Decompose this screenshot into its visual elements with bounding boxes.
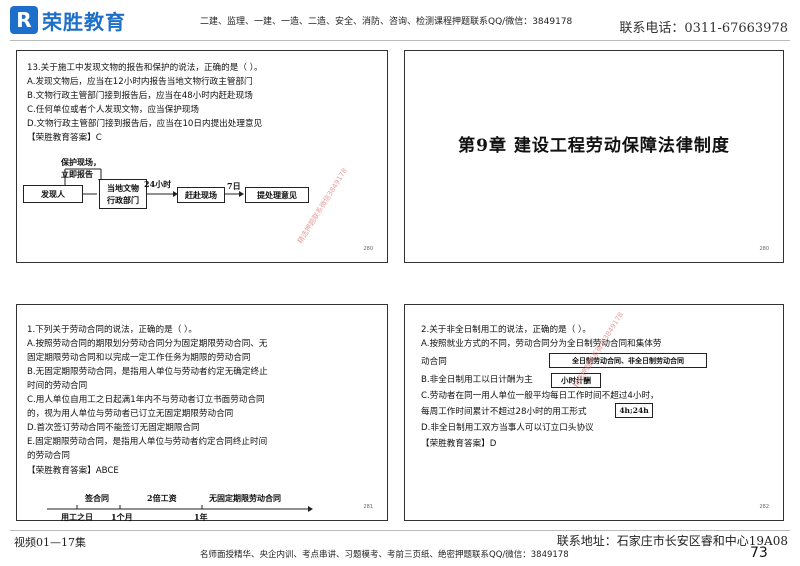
option-a: A.发现文物后，应当在12小时内报告当地文物行政主管部门: [27, 77, 253, 87]
diagram-box-authority: 当地文物 行政部门: [99, 179, 147, 209]
chapter-title: 第9章 建设工程劳动保障法律制度: [458, 136, 730, 156]
annotation-contract-types: 全日制劳动合同、非全日制劳动合同: [549, 353, 707, 368]
option-b-line1: B.无固定期限劳动合同，是指用人单位与劳动者约定无确定终止: [27, 367, 268, 377]
option-c-line2: 的，视为用人单位与劳动者已订立无固定期限劳动合同: [27, 409, 234, 419]
option-c: C.任何单位或者个人发现文物，应当保护现场: [27, 105, 200, 115]
option-c-line1: C.劳动者在同一用人单位一般平均每日工作时间不超过4小时，: [421, 391, 659, 401]
option-a-line2: 固定期限劳动合同和以完成一定工作任务为期限的劳动合同: [27, 353, 251, 363]
option-a-line1: A.按照劳动合同的期限划分劳动合同分为固定期限劳动合同、无: [27, 339, 268, 349]
diagram-label-24h: 24小时: [144, 179, 172, 189]
timeline-label-sign: 签合同: [85, 493, 109, 503]
option-d: D.非全日制用工双方当事人可以订立口头协议: [421, 423, 594, 433]
timeline-label-double-pay: 2倍工资: [147, 493, 177, 503]
question-stem: 2.关于非全日制用工的说法，正确的是（ ）。: [421, 325, 591, 335]
footer-promo: 名师面授精华、央企内训、考点串讲、习题模考、考前三页纸、绝密押题联系QQ/微信：…: [200, 550, 569, 560]
timeline-label-open-ended: 无固定期限劳动合同: [209, 493, 281, 503]
option-a-line2: 动合同: [421, 357, 447, 367]
footer-video-range: 视频01—17集: [14, 536, 86, 549]
diagram-box-authority-line2: 行政部门: [107, 195, 139, 205]
header-phone: 联系电话：0311-67663978: [619, 21, 788, 36]
slide-chapter-title: 第9章 建设工程劳动保障法律制度 280: [404, 50, 784, 263]
answer: 【荣胜教育答案】ABCE: [27, 466, 119, 476]
header-courses: 二建、监理、一建、一造、二造、安全、消防、咨询、检测课程押题联系QQ/微信：38…: [200, 17, 573, 27]
logo-text: 荣胜教育: [42, 9, 126, 34]
slide-page-number: 280: [759, 246, 769, 252]
slide-question-13: 13.关于施工中发现文物的报告和保护的说法，正确的是（ ）。 A.发现文物后，应…: [16, 50, 388, 263]
diagram-box-opinion: 提处理意见: [245, 187, 309, 203]
slide-page-number: 281: [363, 504, 373, 510]
option-b-line2: 时间的劳动合同: [27, 381, 88, 391]
option-a-line1: A.按照就业方式的不同，劳动合同分为全日制劳动合同和集体劳: [421, 339, 662, 349]
diagram-label-report: 立即报告: [61, 169, 93, 179]
slide-question-2: 2.关于非全日制用工的说法，正确的是（ ）。 A.按照就业方式的不同，劳动合同分…: [404, 304, 784, 521]
slide-page-number: 282: [759, 504, 769, 510]
diagram-box-authority-line1: 当地文物: [107, 183, 139, 193]
brand-logo: R 荣胜教育: [10, 6, 126, 34]
timeline-axis: [47, 505, 313, 512]
option-b: B.文物行政主管部门接到报告后，应当在48小时内赶赴现场: [27, 91, 253, 101]
timeline-tick-start: 用工之日: [61, 512, 93, 522]
diagram-label-protect: 保护现场，: [61, 157, 101, 167]
option-c-line1: C.用人单位自用工之日起满1年内不与劳动者订立书面劳动合同: [27, 395, 265, 405]
answer: 【荣胜教育答案】C: [27, 133, 102, 143]
option-e-line1: E.固定期限劳动合同，是指用人单位与劳动者约定合同终止时间: [27, 437, 268, 447]
timeline-tick-1-month: 1个月: [111, 512, 133, 522]
timeline-tick-1-year: 1年: [194, 512, 208, 522]
diagram-label-7d: 7日: [227, 181, 241, 191]
option-d: D.首次签订劳动合同不能签订无固定期限合同: [27, 423, 200, 433]
slide-page-number: 280: [363, 246, 373, 252]
option-c-line2: 每周工作时间累计不超过28小时的用工形式: [421, 407, 587, 417]
footer-divider: [10, 530, 790, 531]
answer: 【荣胜教育答案】D: [421, 439, 497, 449]
question-stem: 1.下列关于劳动合同的说法，正确的是（ ）。: [27, 325, 197, 335]
diagram-box-discoverer: 发现人: [23, 185, 83, 203]
logo-icon: R: [10, 6, 38, 34]
page-number: 73: [750, 545, 768, 561]
footer-address: 联系地址：石家庄市长安区睿和中心19A08: [556, 534, 788, 548]
option-b: B.非全日制用工以日计酬为主: [421, 375, 533, 385]
option-d: D.文物行政主管部门接到报告后，应当在10日内提出处理意见: [27, 119, 263, 129]
annotation-hourly-pay: 小时计酬: [551, 373, 601, 388]
slide-question-1: 1.下列关于劳动合同的说法，正确的是（ ）。 A.按照劳动合同的期限划分劳动合同…: [16, 304, 388, 522]
annotation-hours: 4h;24h: [615, 403, 653, 418]
question-stem: 13.关于施工中发现文物的报告和保护的说法，正确的是（ ）。: [27, 63, 263, 73]
diagram-box-rush: 赶赴现场: [177, 187, 225, 203]
header-divider: [10, 40, 790, 41]
option-e-line2: 的劳动合同: [27, 451, 70, 461]
